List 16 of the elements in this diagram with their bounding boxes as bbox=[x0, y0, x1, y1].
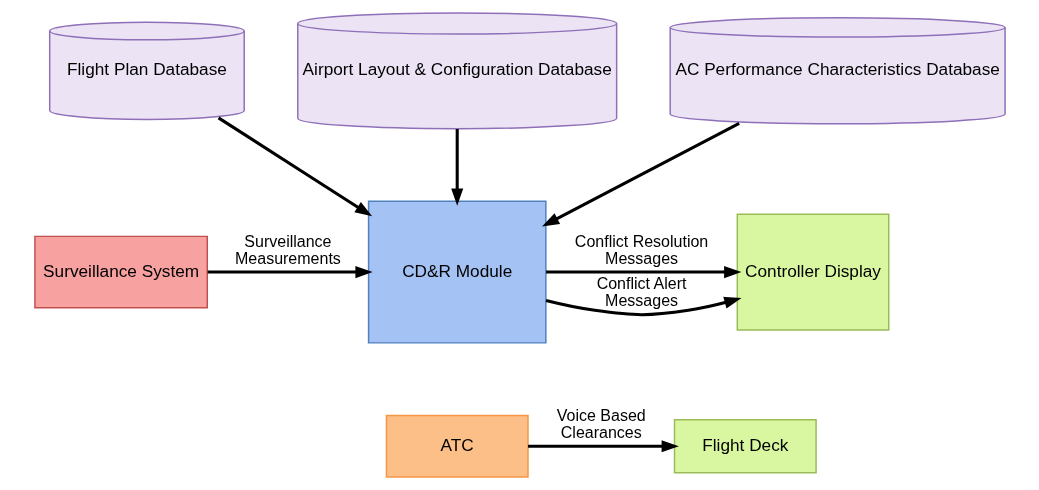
edge-label: Conflict Alert Messages bbox=[596, 274, 686, 309]
node-box: Surveillance System bbox=[33, 235, 208, 309]
edge-label: Conflict Resolution Messages bbox=[574, 232, 708, 267]
node-box: ATC bbox=[385, 414, 529, 478]
arrow bbox=[450, 129, 463, 206]
node-box: Controller Display bbox=[736, 213, 889, 331]
arrow bbox=[217, 116, 372, 217]
arrow bbox=[541, 122, 740, 227]
arrow bbox=[545, 296, 742, 317]
arrow bbox=[207, 266, 373, 279]
arrow bbox=[545, 266, 741, 279]
edge-label: Voice Based Clearances bbox=[556, 406, 646, 442]
node-box: Flight Deck bbox=[673, 419, 817, 474]
arrow bbox=[527, 440, 679, 453]
node-box: CD&R Module bbox=[367, 200, 547, 344]
edge-label: Surveillance Measurements bbox=[234, 232, 341, 267]
